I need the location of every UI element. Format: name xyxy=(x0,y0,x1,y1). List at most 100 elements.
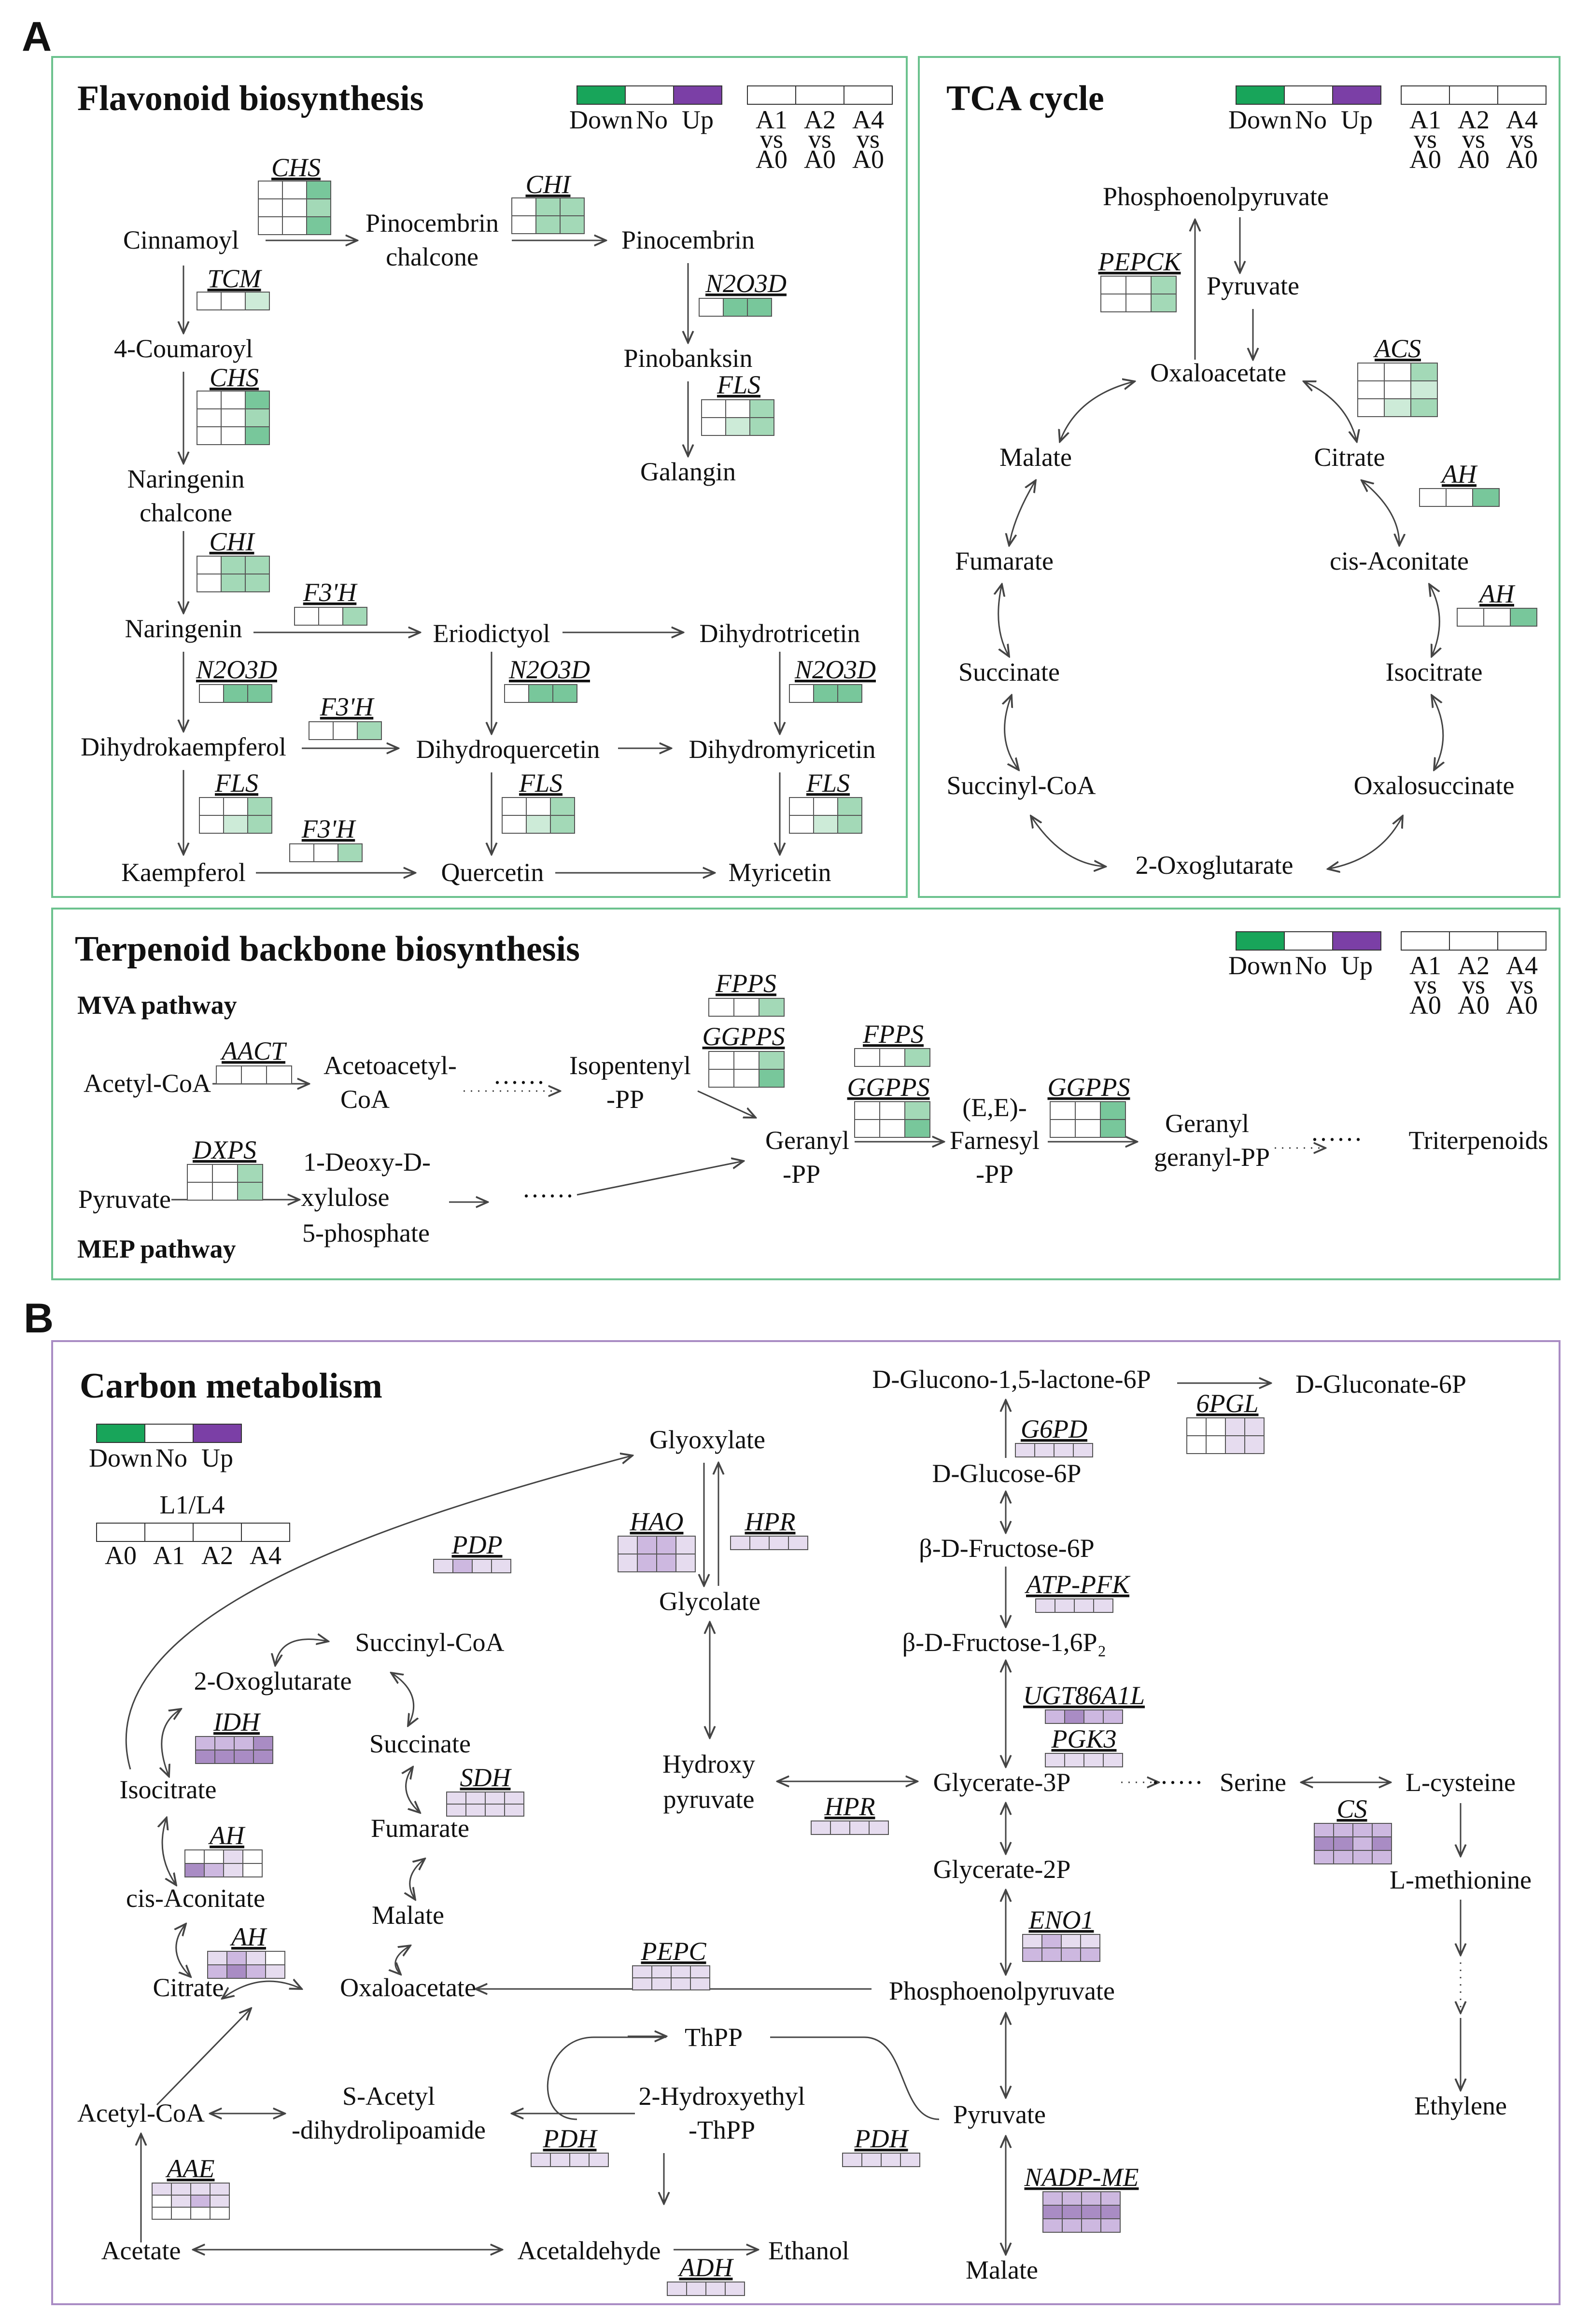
metabolite-cis-aconitate: cis-Aconitate xyxy=(1330,546,1469,575)
comparison-bottom: A0 xyxy=(1506,991,1538,1020)
arrow-oaa-malate xyxy=(1060,381,1135,442)
heatmap-cell xyxy=(667,2282,687,2296)
metabolite-dxp: 5-phosphate xyxy=(302,1218,430,1247)
legend-no-swatch xyxy=(625,85,674,105)
heatmap-cell xyxy=(190,2195,211,2208)
arrow-isocitrate-cisaconitate xyxy=(1429,584,1439,657)
enzyme-ah: AH xyxy=(208,1821,246,1850)
heatmap-cell xyxy=(216,1065,242,1084)
cs-heatmap xyxy=(1314,1823,1392,1864)
heatmap-cell xyxy=(1034,1443,1055,1457)
fls-heatmap xyxy=(502,797,575,834)
heatmap-cell xyxy=(528,684,553,703)
comparison-top: A4 xyxy=(1506,951,1538,980)
metabolite-2-oxoglutarate: 2-Oxoglutarate xyxy=(1136,851,1294,880)
enzyme-ggpps: GGPPS xyxy=(847,1073,930,1102)
heatmap-cell xyxy=(550,2153,570,2167)
heatmap-cell xyxy=(237,1164,263,1183)
heatmap-cell xyxy=(197,391,222,409)
metabolite-isopentenyl-pp: Isopentenyl xyxy=(569,1051,691,1080)
legend-down-swatch xyxy=(1236,931,1285,951)
heatmap-cell xyxy=(199,815,224,834)
heatmap-cell xyxy=(472,1559,492,1573)
heatmap-cell xyxy=(1015,1443,1035,1457)
heatmap-cell xyxy=(1061,1934,1081,1948)
metabolite-triterpenoids: Triterpenoids xyxy=(1408,1126,1548,1155)
metabolite-hydroxyethyl-thpp: -ThPP xyxy=(689,2115,755,2144)
heatmap-cell xyxy=(1410,363,1438,381)
heatmap-cell xyxy=(1151,294,1177,312)
heatmap-cell xyxy=(675,1536,696,1554)
fpps-heatmap xyxy=(708,998,785,1017)
metabolite-dxp: xylulose xyxy=(301,1183,390,1212)
comparison-vs: vs xyxy=(760,125,783,154)
heatmap-cell xyxy=(526,815,551,834)
heatmap-cell xyxy=(1081,2191,1101,2206)
metabolite-pyruvate: Pyruvate xyxy=(953,2100,1046,2129)
heatmap-cell xyxy=(234,1736,254,1750)
heatmap-cell xyxy=(1352,1823,1373,1837)
heatmap-cell xyxy=(813,815,838,834)
metabolite-oxalosuccinate: Oxalosuccinate xyxy=(1354,771,1515,800)
heatmap-cell xyxy=(788,1536,808,1550)
heatmap-cell xyxy=(1081,2205,1101,2219)
comparison-top: A1 xyxy=(1409,951,1441,980)
heatmap-cell xyxy=(1062,2205,1082,2219)
heatmap-cell xyxy=(197,574,222,592)
heatmap-cell xyxy=(258,181,283,199)
heatmap-cell xyxy=(904,1048,930,1067)
heatmap-cell xyxy=(511,197,536,216)
carbon-title: Carbon metabolism xyxy=(80,1366,382,1406)
heatmap-cell xyxy=(258,216,283,235)
heatmap-cell xyxy=(1064,1753,1084,1767)
legend-up-swatch xyxy=(1332,85,1381,105)
heatmap-cell xyxy=(1093,1598,1113,1613)
comparison-cell xyxy=(1497,85,1547,105)
metabolite-pinocembrin-chalcone: Pinocembrin xyxy=(366,209,499,238)
heatmap-cell xyxy=(789,815,814,834)
metabolite-acetate: Acetate xyxy=(101,2236,181,2265)
heatmap-cell xyxy=(221,556,246,574)
metabolite-phosphoenolpyruvate: Phosphoenolpyruvate xyxy=(889,1976,1115,2005)
heatmap-cell xyxy=(632,1965,652,1978)
metabolite-acetyl-coa: Acetyl-CoA xyxy=(77,2099,205,2128)
metabolite-glycolate: Glycolate xyxy=(659,1587,760,1616)
heatmap-cell xyxy=(210,2207,230,2220)
heatmap-cell xyxy=(452,1559,473,1573)
comparison-cell xyxy=(844,85,893,105)
arrow-fumarate-malate xyxy=(410,1859,425,1900)
heatmap-cell xyxy=(759,1069,785,1088)
comparison-vs: vs xyxy=(1462,970,1485,999)
heatmap-cell xyxy=(247,815,272,834)
metabolite-glycerate-3p: Glycerate-3P xyxy=(933,1768,1071,1797)
tca-panel xyxy=(918,56,1561,898)
heatmap-cell xyxy=(675,1554,696,1572)
heatmap-cell xyxy=(1083,1709,1104,1724)
panel-label-a: A xyxy=(22,14,52,60)
heatmap-cell xyxy=(1333,1850,1353,1864)
comparison-cell xyxy=(795,85,844,105)
enzyme-nadp-me: NADP-ME xyxy=(1024,2163,1139,2192)
hao-heatmap xyxy=(618,1536,696,1572)
heatmap-cell xyxy=(837,797,862,816)
metabolite-succinyl-coa: Succinyl-CoA xyxy=(355,1628,505,1657)
enzyme-idh: IDH xyxy=(213,1708,261,1736)
heatmap-cell xyxy=(535,197,561,216)
heatmap-cell xyxy=(854,1048,880,1067)
metabolite-glyoxylate: Glyoxylate xyxy=(649,1425,765,1454)
comparison-vs: vs xyxy=(857,125,880,154)
heatmap-cell xyxy=(1041,1947,1062,1962)
heatmap-cell xyxy=(725,417,750,436)
heatmap-cell xyxy=(223,1849,243,1864)
heatmap-cell xyxy=(1244,1417,1265,1436)
enzyme-n2o3d: N2O3D xyxy=(508,655,590,684)
heatmap-cell xyxy=(221,426,246,445)
heatmap-cell xyxy=(504,684,529,703)
comparison-vs: vs xyxy=(1462,125,1485,154)
heatmap-cell xyxy=(1472,488,1500,507)
enzyme-tcm: TCM xyxy=(207,264,262,293)
heatmap-cell xyxy=(306,216,331,235)
metabolite-2-oxoglutarate: 2-Oxoglutarate xyxy=(194,1666,352,1695)
f3h-heatmap xyxy=(294,607,367,626)
heatmap-cell xyxy=(560,197,585,216)
